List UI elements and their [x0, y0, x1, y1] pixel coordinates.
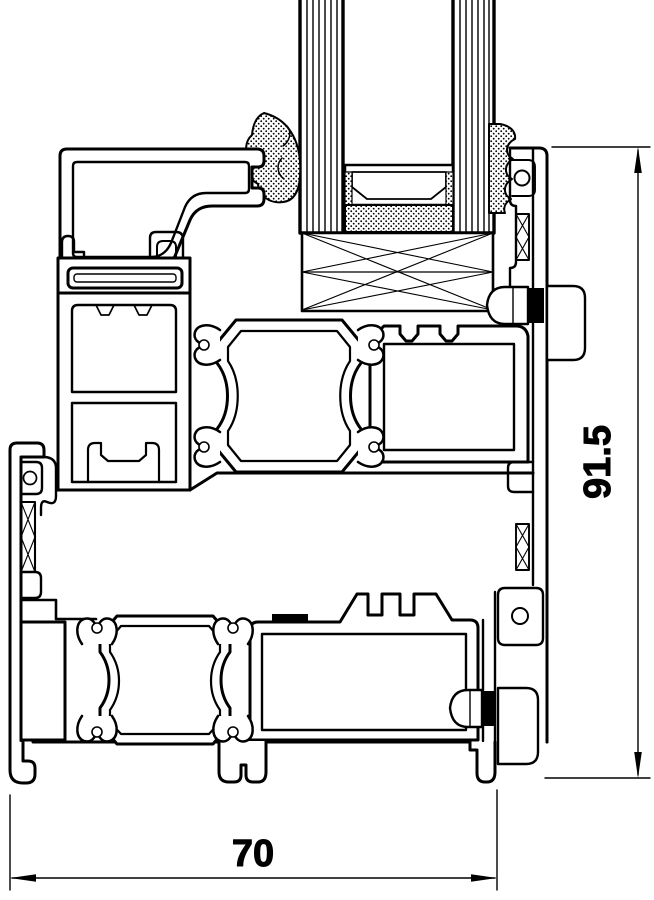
thermal-break-upper [193, 318, 385, 474]
frame-foot-right [468, 740, 497, 784]
sash-chamber-right [368, 324, 530, 464]
glass-pane-left [298, 0, 345, 235]
edge-sealant [344, 171, 454, 233]
frame-foot-left [8, 739, 37, 785]
cover-cap-lower [496, 686, 540, 766]
spacer-bar [343, 163, 455, 207]
frame-foot-middle [217, 739, 268, 784]
glass-unit [298, 0, 496, 235]
seal-strip-black [272, 614, 308, 623]
cover-cap-upper [545, 284, 587, 362]
glass-pane-right [451, 0, 496, 235]
bulb-seal-lower [448, 688, 495, 729]
frame-right-wall [448, 146, 587, 766]
sash-profile [56, 230, 535, 492]
glazing-gasket-right [488, 123, 517, 214]
setting-block [300, 231, 495, 313]
thermal-break-lower [76, 614, 254, 746]
width-dimension: 70 [9, 789, 498, 891]
height-dimension-label: 91.5 [577, 425, 619, 499]
height-dimension: 91.5 [544, 146, 651, 779]
glazing-gasket-left [245, 112, 302, 204]
width-dimension-label: 70 [232, 833, 274, 875]
bulb-seal-upper [485, 285, 544, 326]
glazing-bead [58, 147, 266, 272]
